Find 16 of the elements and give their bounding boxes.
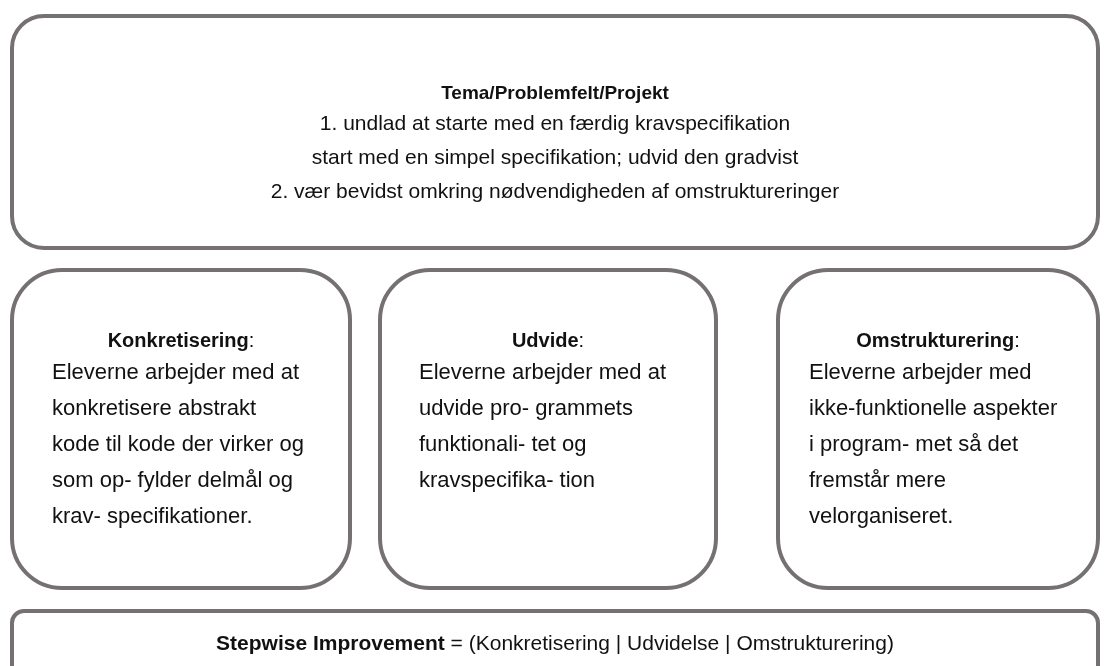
rounded-box (776, 268, 1100, 590)
rounded-box (10, 609, 1100, 666)
description: Eleverne arbejder med at konkretisere abstrakt kode til kode der virker og som op- fylder delmål og krav- specifikationer. (52, 358, 305, 530)
rounded-box (10, 268, 352, 590)
rounded-box (378, 268, 718, 590)
heading: Udvide: (511, 328, 585, 353)
list-item: 1. undlad at starte med en færdig kravspecifikation (319, 110, 791, 136)
formula-text: Stepwise Improvement = (Konkretisering | Udvidelse | Omstrukturering) (216, 630, 894, 656)
rounded-box (10, 14, 1100, 250)
heading: Omstrukturering: (856, 328, 1020, 353)
heading: Tema/Problemfelt/Projekt (441, 81, 669, 105)
heading: Konkretisering: (107, 328, 255, 353)
list-item: 2. vær bevidst omkring nødvendigheden af omstruktureringer (270, 178, 840, 204)
list-item: start med en simpel specifikation; udvid den gradvist (311, 144, 799, 170)
description: Eleverne arbejder med ikke-funktionelle aspekter i program- met så det fremstår mere velorganiseret. (809, 358, 1059, 530)
description: Eleverne arbejder med at udvide pro- grammets funktionali- tet og kravspecifika- tion (419, 358, 668, 494)
